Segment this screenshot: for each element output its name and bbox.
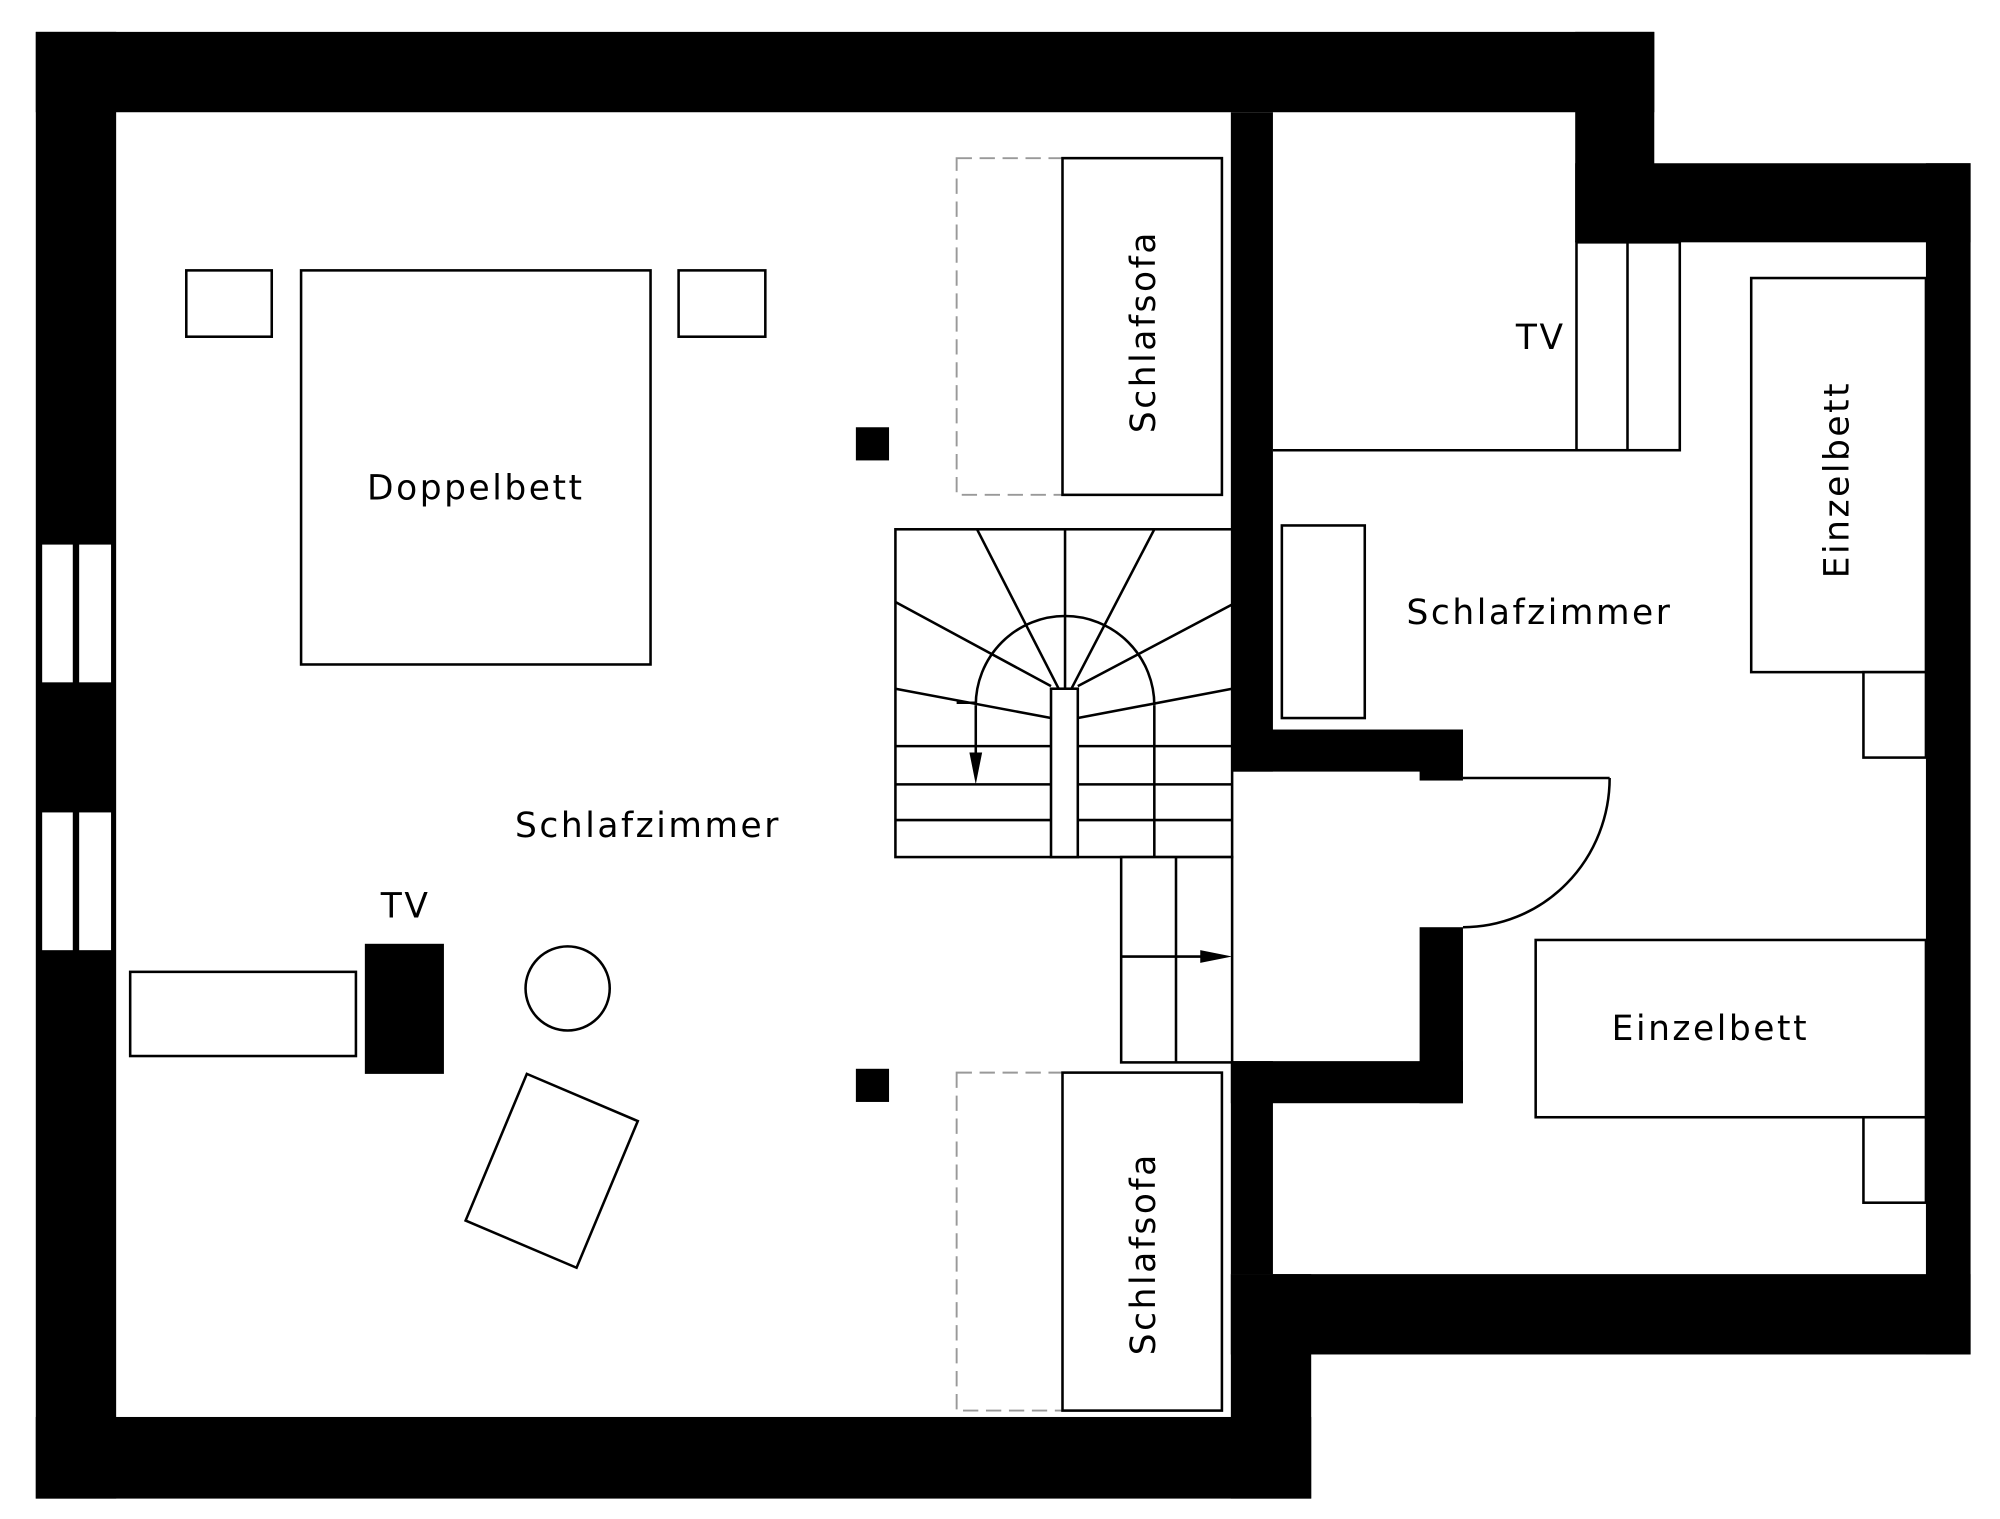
tv-unit <box>364 943 444 1074</box>
wall-bottom-left <box>35 1416 1312 1499</box>
label-left-tv: TV <box>380 887 431 927</box>
nightstand-left <box>185 269 274 338</box>
pillar-bottom <box>855 1068 890 1102</box>
arrow-right-icon <box>1200 950 1233 963</box>
sofa-bed-bottom <box>1061 1071 1224 1412</box>
wall-top <box>35 31 1655 113</box>
label-sofa-top: Schlafsofa <box>1124 230 1164 433</box>
nightstand-bottom <box>1862 1115 1928 1204</box>
nightstand-right <box>677 269 767 338</box>
window-pane <box>79 544 112 683</box>
sideboard <box>128 970 358 1058</box>
armchair <box>463 1072 640 1270</box>
stair-newel <box>1049 687 1080 859</box>
label-double-bed: Doppelbett <box>367 468 585 508</box>
sofa-extension-bottom <box>955 1071 1064 1412</box>
window-pane <box>42 544 73 683</box>
label-right-room: Schlafzimmer <box>1406 593 1672 633</box>
wall-right <box>1925 163 1971 1355</box>
single-bed-top <box>1749 276 1928 674</box>
wall-bottom-right <box>1230 1274 1971 1355</box>
wall-left <box>35 31 117 1499</box>
label-single-bed-top: Einzelbett <box>1818 381 1858 578</box>
walls <box>35 31 1971 1499</box>
nightstand-top <box>1862 670 1928 759</box>
label-right-tv: TV <box>1515 318 1566 358</box>
wall-top-right <box>1575 163 1971 243</box>
double-bed <box>299 269 652 666</box>
wall-inner-lower <box>1230 1061 1273 1275</box>
arrow-down-icon <box>969 752 983 785</box>
label-sofa-bottom: Schlafsofa <box>1124 1152 1164 1355</box>
sofa-extension-top <box>955 157 1064 496</box>
wall-inner-upper <box>1230 112 1273 772</box>
labels: Doppelbett Schlafzimmer TV Schlafsofa Sc… <box>367 230 1858 1355</box>
door <box>1462 776 1611 929</box>
right-room-furniture <box>1272 241 1928 1204</box>
window-pane <box>79 812 112 951</box>
pillar-top <box>855 427 890 461</box>
label-left-room: Schlafzimmer <box>515 806 781 846</box>
sofa-bed-top <box>1061 156 1224 497</box>
door-swing <box>1462 777 1611 929</box>
label-single-bed-bottom: Einzelbett <box>1612 1009 1809 1049</box>
wall-bottom-link <box>1230 1274 1312 1499</box>
staircase <box>894 528 1234 1064</box>
dresser <box>1280 524 1367 720</box>
door-jamb-upper <box>1419 729 1463 781</box>
left-room-furniture <box>128 156 1224 1412</box>
window-pane <box>42 812 73 951</box>
single-bed-bottom <box>1534 938 1928 1119</box>
windows <box>42 544 112 951</box>
round-table <box>524 945 612 1032</box>
